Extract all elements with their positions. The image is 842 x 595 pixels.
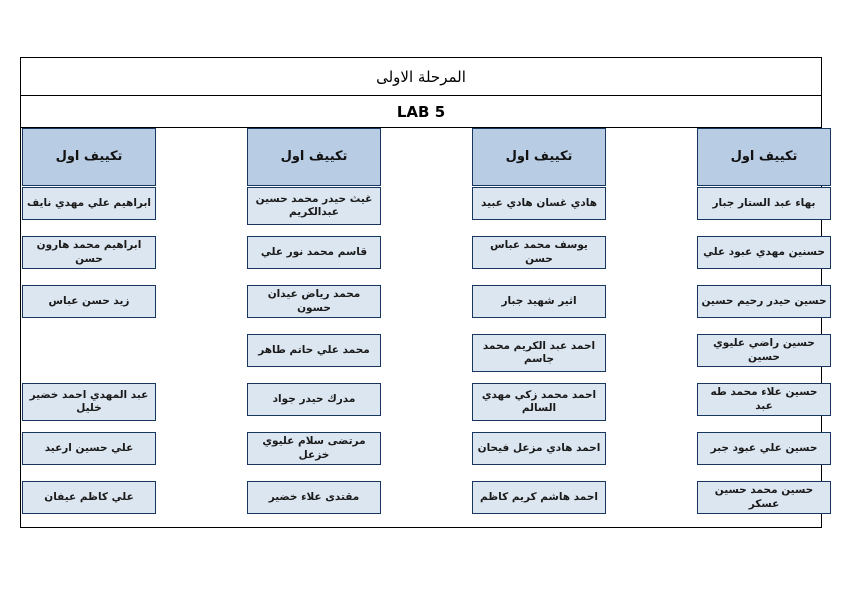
student-cell: اثير شهيد جبار [472, 285, 606, 318]
student-cell-empty [22, 334, 156, 367]
student-cell: حسين راضي عليوي حسين [697, 334, 831, 367]
student-cell: محمد رياض عيدان حسون [247, 285, 381, 318]
student-cell: حسين علي عبود جبر [697, 432, 831, 465]
student-cell: حسين محمد حسين عسكر [697, 481, 831, 514]
student-cell: ابراهيم محمد هارون حسن [22, 236, 156, 269]
student-cell: هادي غسان هادي عبيد [472, 187, 606, 220]
student-cell: مدرك حيدر جواد [247, 383, 381, 416]
student-cell: علي حسين ارعيد [22, 432, 156, 465]
student-cell: ابراهيم علي مهدي نايف [22, 187, 156, 220]
column-header: تكييف اول [22, 128, 156, 186]
student-cell: حسنين مهدي عبود علي [697, 236, 831, 269]
stage-title-row: المرحلة الاولى [21, 58, 821, 96]
lab-title-row: LAB 5 [21, 96, 821, 128]
page-title: المرحلة الاولى [376, 67, 466, 86]
column-header: تكييف اول [472, 128, 606, 186]
student-cell: حسين حيدر رحيم حسين [697, 285, 831, 318]
student-cell: يوسف محمد عباس حسن [472, 236, 606, 269]
column-header: تكييف اول [247, 128, 381, 186]
student-cell: احمد هادي مزعل فيحان [472, 432, 606, 465]
student-cell: قاسم محمد نور علي [247, 236, 381, 269]
student-cell: علي كاظم عيفان [22, 481, 156, 514]
lab-title: LAB 5 [396, 102, 446, 121]
student-cell: عبد المهدي احمد خضير خليل [22, 383, 156, 421]
column-header: تكييف اول [697, 128, 831, 186]
student-cell: محمد علي حاتم طاهر [247, 334, 381, 367]
student-cell: غيث حيدر محمد حسين عبدالكريم [247, 187, 381, 225]
student-cell: حسين علاء محمد طه عبد [697, 383, 831, 416]
student-cell: احمد محمد زكي مهدي السالم [472, 383, 606, 421]
student-cell: احمد عبد الكريم محمد جاسم [472, 334, 606, 372]
student-cell: احمد هاشم كريم كاظم [472, 481, 606, 514]
student-cell: زيد حسن عباس [22, 285, 156, 318]
student-cell: مقتدى علاء خضير [247, 481, 381, 514]
student-cell: بهاء عبد الستار جبار [697, 187, 831, 220]
student-cell: مرتضى سلام عليوي خزعل [247, 432, 381, 465]
